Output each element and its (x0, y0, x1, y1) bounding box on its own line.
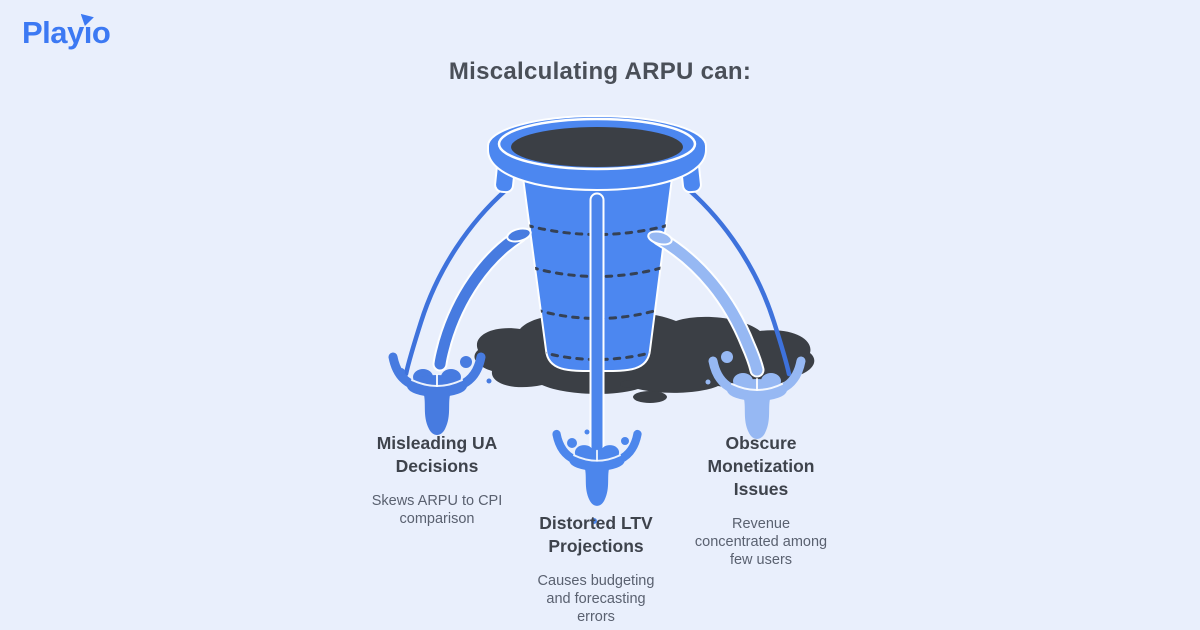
consequence-description: Revenue concentrated among few users (694, 516, 828, 568)
logo-text-o: o (91, 15, 111, 50)
consequence-distorted-ltv: Distorted LTV Projections Causes budgeti… (486, 512, 706, 626)
logo-letter-i: ı (84, 14, 92, 52)
logo-text-play: Play (22, 15, 84, 50)
leak-hole-right (647, 230, 673, 246)
bucket-liquid-surface (511, 127, 683, 167)
bucket-handle-wire-right (686, 187, 792, 377)
puddle-drip (620, 380, 636, 388)
bucket-rim (487, 115, 707, 191)
bucket-handle-wire-left (403, 187, 509, 377)
leak-hole-left (506, 227, 532, 243)
consequence-description: Skews ARPU to CPI comparison (371, 493, 503, 527)
consequence-heading: Obscure Monetization Issues (707, 433, 815, 499)
logo-text-i: ı (83, 15, 93, 50)
consequence-misleading-ua: Misleading UA Decisions Skews ARPU to CP… (327, 432, 547, 528)
consequence-heading: Distorted LTV Projections (539, 513, 653, 556)
page-title: Miscalculating ARPU can: (448, 58, 752, 85)
consequence-description: Causes budgeting and forecasting errors (537, 573, 655, 625)
consequence-heading: Misleading UA Decisions (376, 433, 498, 476)
splash-middle (552, 429, 642, 506)
leak-stream-right (651, 230, 765, 378)
puddle-drip (633, 391, 667, 403)
splash-left (388, 352, 486, 435)
leak-stream-left (432, 228, 527, 372)
splash-droplets (397, 351, 733, 524)
splash-right (708, 356, 806, 439)
consequence-obscure-monetization: Obscure Monetization Issues Revenue conc… (651, 432, 871, 569)
